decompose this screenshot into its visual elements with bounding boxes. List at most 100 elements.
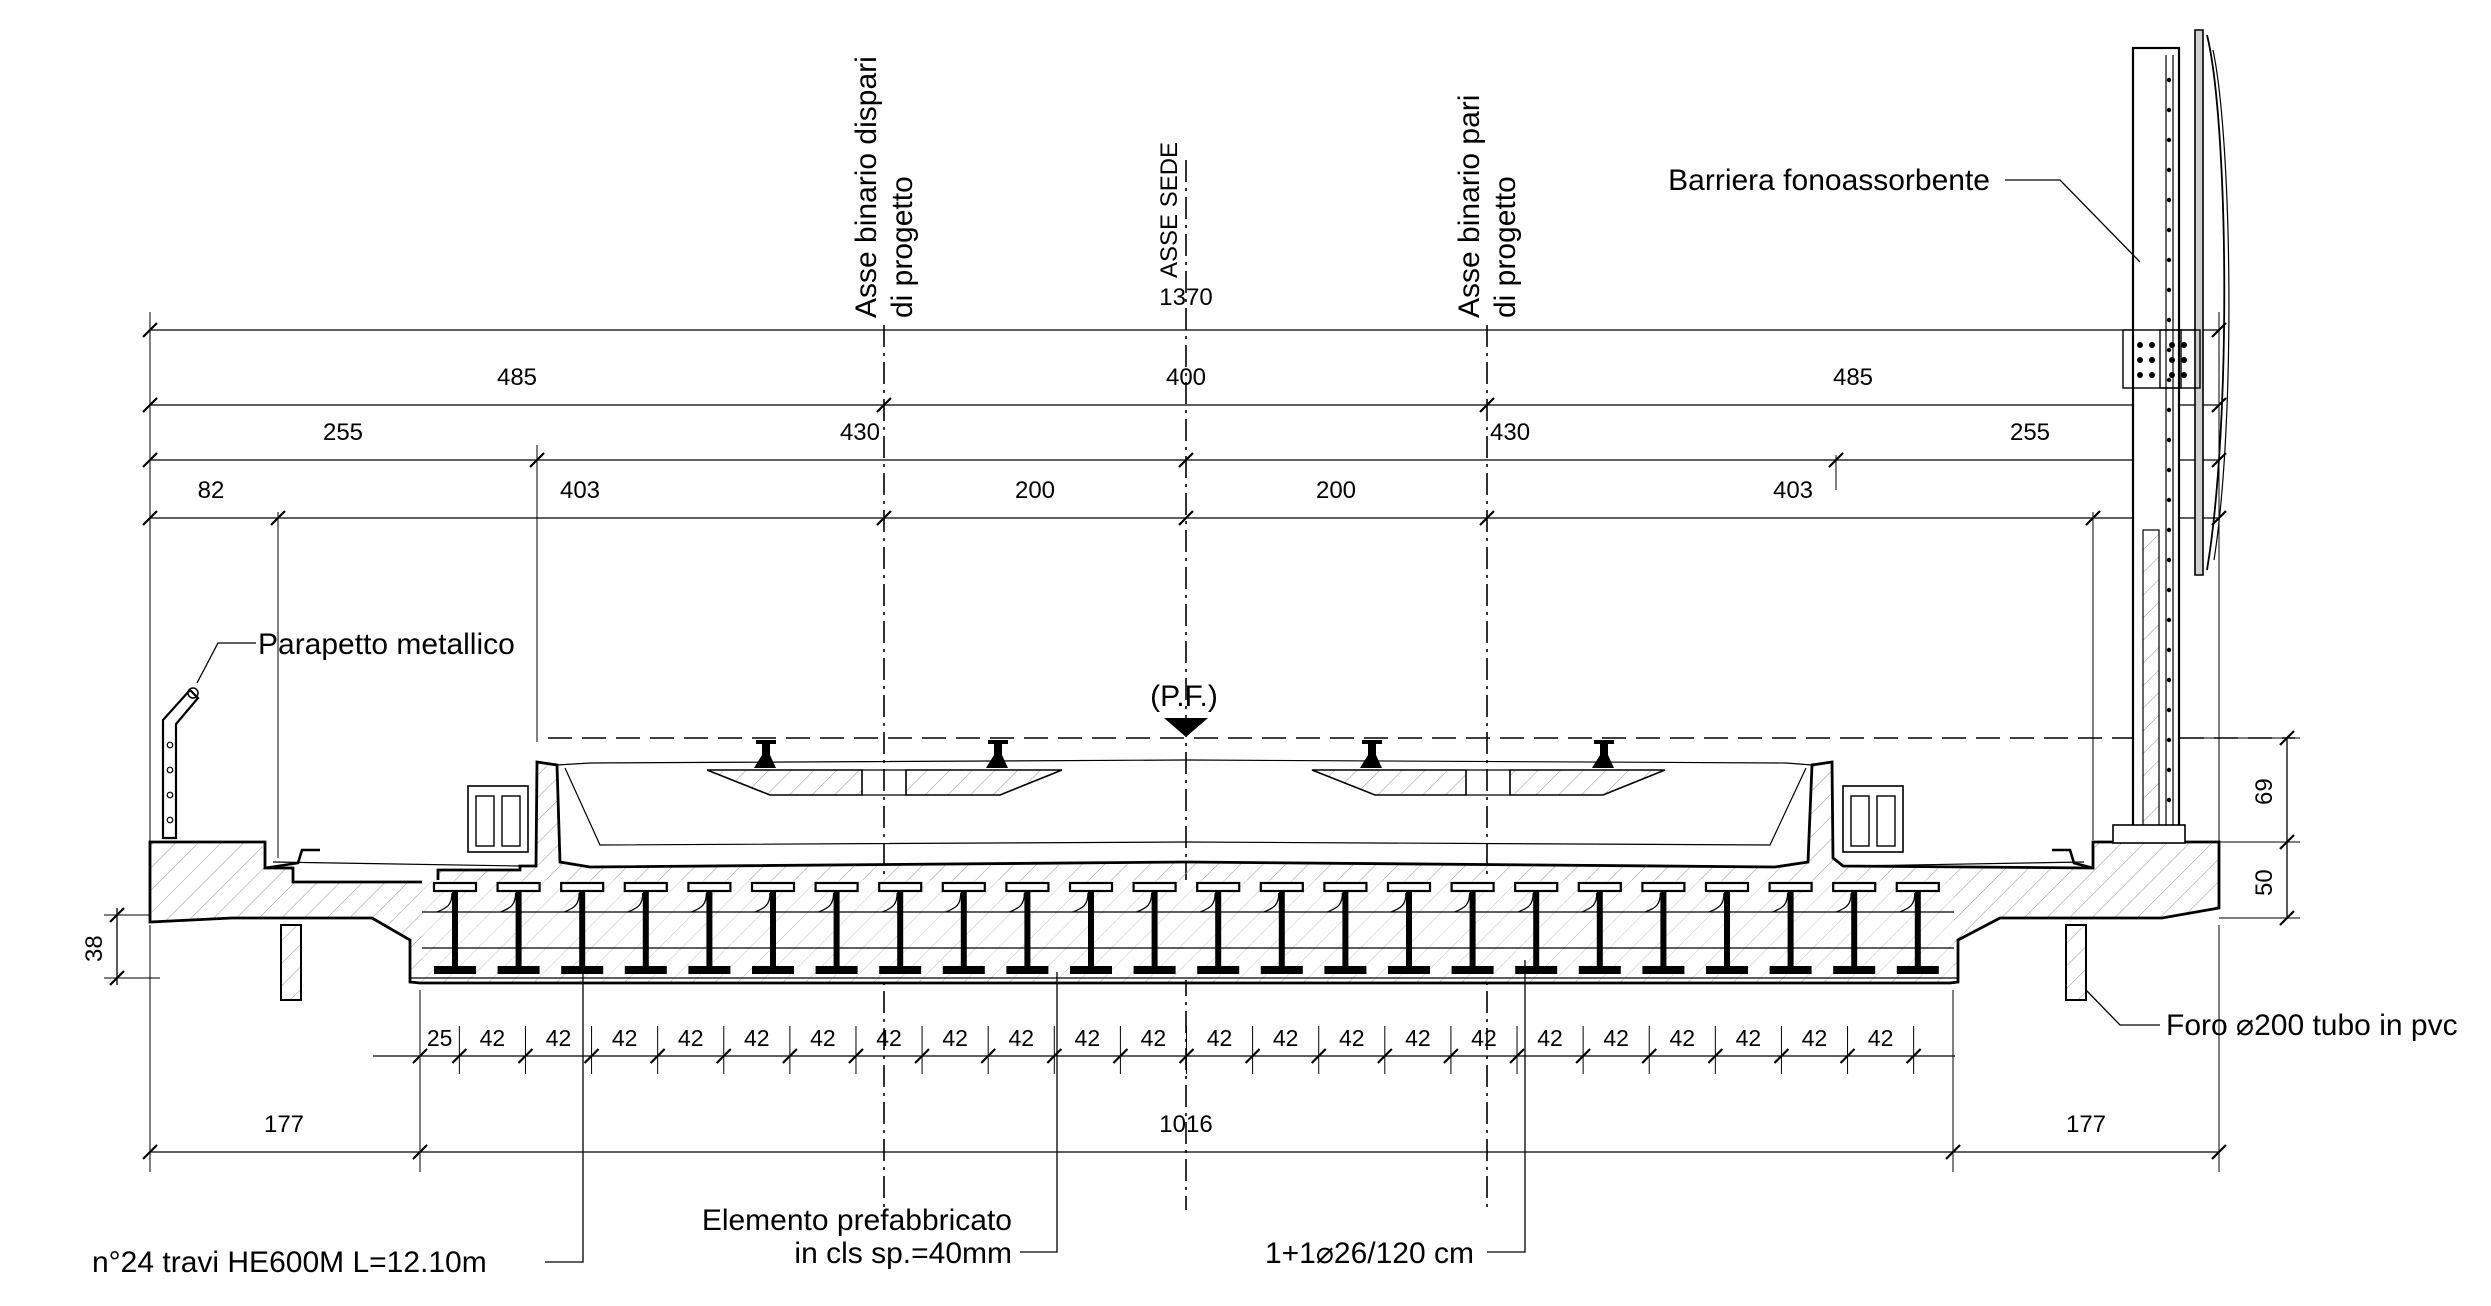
dim-row2-mid: 400 <box>1166 364 1206 391</box>
steel-beam <box>1068 881 1114 974</box>
spacing-label: 42 <box>612 1025 638 1051</box>
dim-bottom-right: 177 <box>2066 1111 2106 1138</box>
steel-beam <box>1005 881 1050 974</box>
steel-beam <box>1323 881 1368 974</box>
spacing-tick <box>1641 1048 1658 1064</box>
spacing-label: 42 <box>1075 1025 1101 1051</box>
spacing-label: 42 <box>876 1025 902 1051</box>
precast-label-line1: Elemento prefabbricato <box>702 1204 1012 1237</box>
spacing-tick <box>451 1048 468 1064</box>
dim-right-lower: 50 <box>2251 869 2278 896</box>
spacing-label: 42 <box>1471 1025 1497 1051</box>
rail-level-label: (P.F.) <box>1150 680 1218 713</box>
spacing-label: 42 <box>546 1025 572 1051</box>
dim-row2-left: 485 <box>497 364 537 391</box>
spacing-label: 42 <box>1008 1025 1034 1051</box>
spacing-tick <box>1112 1048 1129 1064</box>
dim-row3-3: 430 <box>1490 419 1530 446</box>
spacing-label: 42 <box>1802 1025 1828 1051</box>
metal-parapet <box>161 687 200 840</box>
steel-beam <box>878 881 923 974</box>
spacing-tick <box>1509 1048 1525 1064</box>
dim-bottom-left: 177 <box>264 1111 304 1138</box>
spacing-label: 42 <box>1273 1025 1299 1051</box>
dim-overall: 1370 <box>1159 284 1212 311</box>
spacing-label: 42 <box>1603 1025 1629 1051</box>
spacing-label: 42 <box>1141 1025 1167 1051</box>
spacing-tick <box>1707 1048 1724 1064</box>
dim-row2-right: 485 <box>1833 364 1873 391</box>
steel-beam <box>432 881 478 974</box>
spacing-label: 42 <box>810 1025 836 1051</box>
track-even <box>1311 740 1666 796</box>
steel-beam <box>1641 881 1686 974</box>
steel-beam <box>1196 881 1241 974</box>
spacing-tick <box>1244 1048 1261 1064</box>
spacing-tick <box>1310 1048 1327 1064</box>
dim-row4-4: 200 <box>1316 477 1356 504</box>
cable-trough-right <box>1842 785 1904 853</box>
steel-beam <box>1704 881 1750 974</box>
precast-label-line2: in cls sp.=40mm <box>794 1237 1012 1270</box>
bottom-dimensions: 177 1016 177 <box>142 925 2227 1172</box>
noise-barrier <box>2112 29 2230 844</box>
axis-odd-label-line1: Asse binario dispari <box>850 56 883 318</box>
steel-beam <box>496 881 541 974</box>
dim-row4-3: 200 <box>1015 477 1055 504</box>
spacing-tick <box>848 1048 864 1064</box>
pipe-hole-label: Foro ⌀200 tubo in pvc <box>2166 1009 2458 1042</box>
steel-beam <box>1577 881 1622 974</box>
rebar-label: 1+1⌀26/120 cm <box>1265 1237 1474 1270</box>
steel-beam <box>1514 881 1559 974</box>
dim-right-upper: 69 <box>2251 778 2278 805</box>
spacing-label: 42 <box>1339 1025 1365 1051</box>
beams-label: n°24 travi HE600M L=12.10m <box>92 1246 487 1279</box>
spacing-label: 42 <box>1405 1025 1431 1051</box>
spacing-tick <box>1377 1048 1393 1064</box>
spacing-label: 42 <box>480 1025 506 1051</box>
steel-beam <box>814 881 859 974</box>
spacing-label: 42 <box>678 1025 704 1051</box>
dim-left: 38 <box>81 935 108 962</box>
parapet-label: Parapetto metallico <box>258 628 515 661</box>
drain-pipe-left <box>280 924 302 1001</box>
dim-row3-2: 430 <box>840 419 880 446</box>
steel-beam <box>1768 881 1813 974</box>
track-odd <box>706 740 1063 796</box>
right-vertical-dims: 69 50 <box>2180 730 2300 926</box>
spacing-tick <box>980 1048 996 1064</box>
spacing-label: 42 <box>1537 1025 1563 1051</box>
steel-beam <box>1386 881 1432 974</box>
dim-row3-4: 255 <box>2010 419 2050 446</box>
steel-beams <box>432 881 1940 974</box>
spacing-label: 42 <box>1669 1025 1695 1051</box>
dim-row4-5: 403 <box>1773 477 1813 504</box>
top-dimension-chains: 1370 485 400 485 255 430 430 255 82 403 … <box>142 284 2227 858</box>
axis-even-label-line2: di progetto <box>1489 176 1522 318</box>
spacing-tick <box>1773 1048 1790 1064</box>
spacing-tick <box>1575 1048 1591 1064</box>
steel-beam <box>687 881 732 974</box>
spacing-label: 42 <box>942 1025 968 1051</box>
spacing-label: 42 <box>1207 1025 1233 1051</box>
spacing-tick <box>914 1048 930 1064</box>
steel-beam <box>560 881 605 974</box>
spacing-tick <box>517 1048 534 1064</box>
spacing-label: 42 <box>1736 1025 1762 1051</box>
rail-level-marker <box>1164 718 1208 737</box>
spacing-label: 42 <box>744 1025 770 1051</box>
dim-row3-1: 255 <box>323 419 363 446</box>
spacing-tick <box>1443 1048 1459 1064</box>
spacing-tick <box>1839 1048 1856 1064</box>
steel-beam <box>1259 881 1304 974</box>
steel-beam <box>941 881 986 974</box>
spacing-tick <box>649 1048 666 1064</box>
steel-beam <box>623 881 668 974</box>
spacing-tick <box>1905 1048 1922 1064</box>
steel-beam <box>1450 881 1495 974</box>
spacing-tick <box>1178 1048 1195 1064</box>
axis-center-label: ASSE SEDE <box>1156 142 1183 278</box>
axis-even-label-line1: Asse binario pari <box>1453 95 1486 318</box>
spacing-tick <box>715 1048 732 1064</box>
